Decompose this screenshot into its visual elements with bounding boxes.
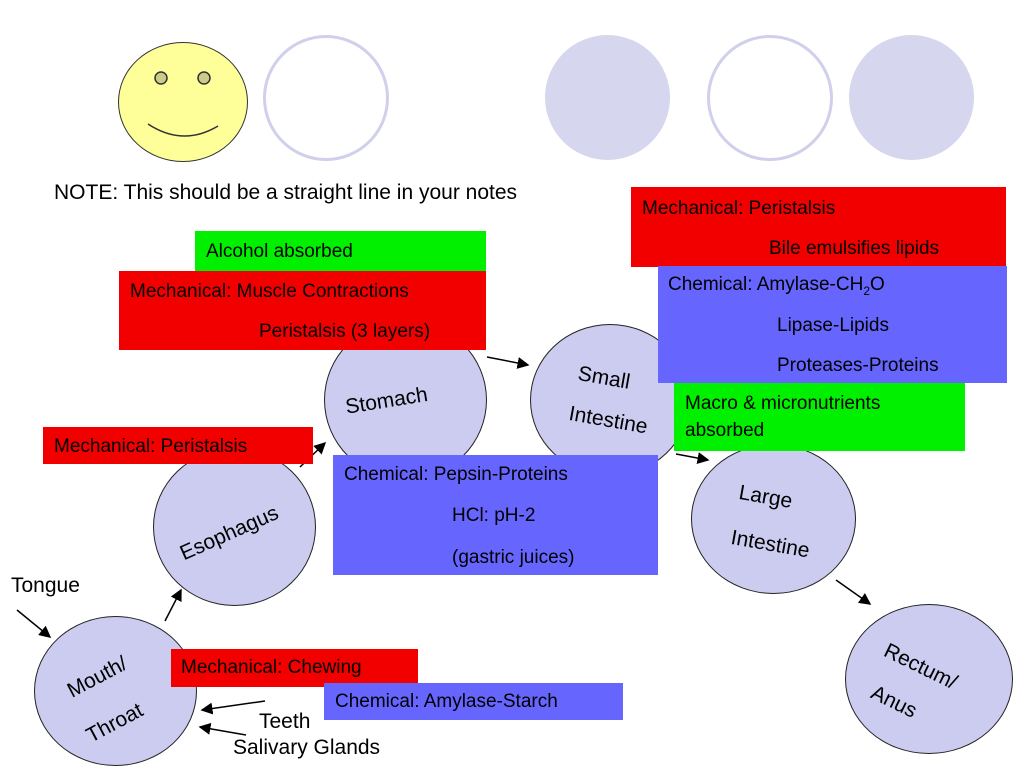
- mouth-chemical-box: Chemical: Amylase-Starch: [324, 683, 623, 720]
- esophagus-mechanical-box: Mechanical: Peristalsis: [43, 427, 313, 464]
- small-intestine-mechanical-line-1: Mechanical: Peristalsis: [642, 198, 836, 219]
- esophagus-mechanical-text: Mechanical: Peristalsis: [54, 436, 248, 457]
- note-text: NOTE: This should be a straight line in …: [54, 181, 518, 204]
- small-intestine-absorption-line-1: Macro & micronutrients: [685, 393, 881, 414]
- mouth-mechanical-box: Mechanical: Chewing: [171, 649, 418, 687]
- small-intestine-chemical-line-2: Lipase-Lipids: [777, 315, 889, 336]
- salivary-glands-label: Salivary Glands: [233, 736, 381, 759]
- stomach-chemical-box: Chemical: Pepsin-Proteins HCl: pH-2 (gas…: [333, 455, 658, 575]
- stomach-chemical-line-3: (gastric juices): [452, 547, 575, 568]
- arrow-stomach-to-small-intestine: [486, 356, 530, 369]
- mouth-chemical-text: Chemical: Amylase-Starch: [335, 691, 558, 712]
- stomach-absorption-box: Alcohol absorbed: [195, 231, 486, 271]
- smiley-face-icon: [118, 42, 248, 162]
- organ-esophagus: [153, 448, 316, 606]
- organ-large-intestine: [691, 444, 856, 594]
- stomach-mechanical-line-1: Mechanical: Muscle Contractions: [130, 281, 409, 302]
- decorative-disc-1: [545, 35, 670, 160]
- tongue-label: Tongue: [11, 574, 80, 597]
- arrow-salivary-to-mouth: [198, 722, 247, 736]
- arrow-teeth-to-mouth: [200, 700, 266, 715]
- small-intestine-mechanical-box: Mechanical: Peristalsis Bile emulsifies …: [631, 187, 1006, 267]
- arrow-large-intestine-to-rectum: [835, 579, 872, 605]
- organ-rectum-anus: [845, 604, 1013, 754]
- stomach-chemical-line-1: Chemical: Pepsin-Proteins: [344, 464, 568, 485]
- stomach-chemical-line-2: HCl: pH-2: [452, 505, 536, 526]
- small-intestine-absorption-line-2: absorbed: [685, 420, 765, 441]
- decorative-ring-2: [707, 35, 833, 161]
- arrow-tongue-to-mouth: [16, 609, 52, 638]
- arrow-small-to-large-intestine: [675, 452, 710, 464]
- small-intestine-chemical-line-1: Chemical: Amylase-CH2O: [668, 275, 885, 297]
- small-intestine-chemical-subscript: 2: [863, 283, 871, 298]
- arrow-mouth-to-esophagus: [164, 588, 182, 622]
- stomach-absorption-text: Alcohol absorbed: [206, 241, 353, 262]
- organ-mouth-throat: [34, 616, 197, 766]
- stomach-mechanical-line-2: Peristalsis (3 layers): [259, 321, 431, 342]
- decorative-ring-1: [263, 35, 389, 161]
- small-intestine-absorption-box: Macro & micronutrients absorbed: [674, 383, 965, 451]
- small-intestine-chemical-line-1-suffix: O: [870, 274, 885, 295]
- small-intestine-chemical-line-3: Proteases-Proteins: [777, 355, 939, 376]
- teeth-label: Teeth: [259, 710, 311, 733]
- mouth-mechanical-text: Mechanical: Chewing: [181, 657, 362, 678]
- small-intestine-mechanical-line-2: Bile emulsifies lipids: [769, 238, 940, 259]
- small-intestine-chemical-box: Chemical: Amylase-CH2O Lipase-Lipids Pro…: [658, 266, 1007, 383]
- stomach-mechanical-box: Mechanical: Muscle Contractions Peristal…: [119, 271, 486, 350]
- decorative-disc-2: [849, 35, 974, 160]
- small-intestine-chemical-line-1-prefix: Chemical: Amylase-CH: [668, 274, 864, 295]
